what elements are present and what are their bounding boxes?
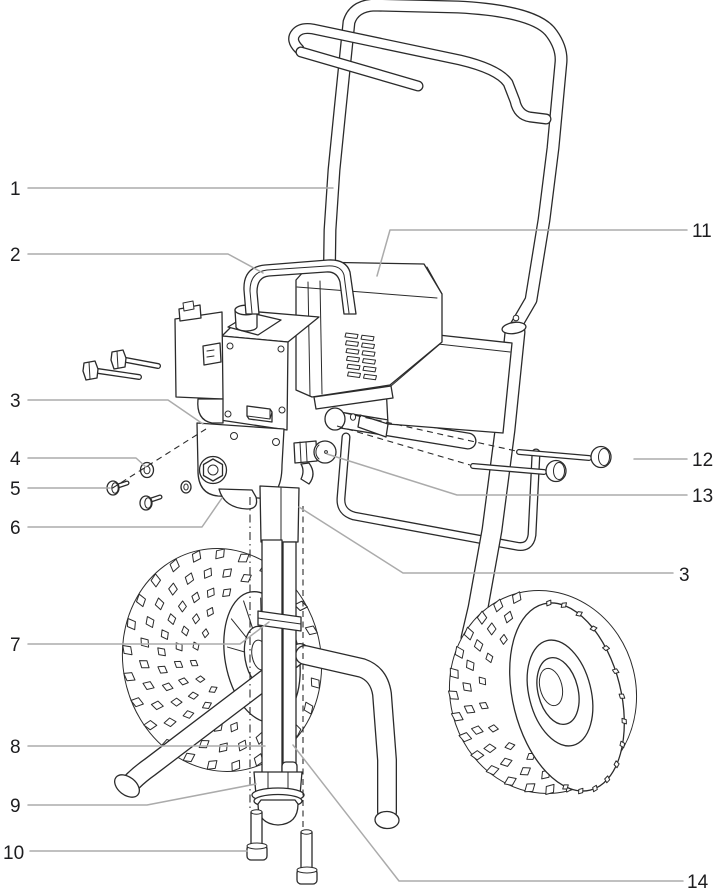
inlet-ball: [257, 799, 299, 826]
bolt-bottom-left: [246, 809, 268, 861]
foot-valve: [251, 771, 305, 826]
tube-clamp-line: [257, 617, 302, 625]
crossbar-hole: [349, 413, 357, 421]
screw: [139, 494, 163, 511]
power-switch: [202, 342, 222, 366]
callout-14: 14: [687, 872, 709, 893]
carry-handle-inner-line: [249, 265, 350, 314]
left-leg-open-end: [114, 774, 140, 798]
bracket-screw: [272, 438, 280, 446]
leader-line-6: [27, 497, 223, 528]
cart-grip-handle: [288, 23, 552, 125]
callout-12: 12: [692, 450, 713, 471]
bolt-right-upper: [516, 445, 612, 469]
motor-end-edge: [426, 266, 443, 295]
callout-labels: 1 2 3 4 5 6 7 8 9 10 11 12 13 3 14: [3, 179, 713, 893]
cart-frame: [288, 0, 568, 649]
motor-vents: [344, 332, 377, 381]
leader-line-7: [27, 621, 270, 645]
callout-4: 4: [10, 449, 21, 470]
callout-7: 7: [10, 635, 21, 656]
crossbar-open-end: [324, 407, 346, 431]
return-tube: [282, 541, 297, 766]
screw: [277, 345, 285, 353]
post-top-cap: [501, 321, 527, 335]
bolt-right-lower: [470, 459, 567, 483]
carry-handle-loop: [243, 259, 357, 315]
screw: [278, 406, 286, 414]
hardware: [82, 349, 612, 885]
front-legs: [114, 643, 400, 830]
latch-hook: [218, 488, 258, 510]
leader-line-13: [326, 453, 688, 496]
dashed-line: [110, 428, 207, 490]
post-pin-hole: [512, 314, 520, 322]
motor-mount-bracket: [313, 385, 394, 410]
dashed-line: [344, 412, 517, 452]
callout-2: 2: [10, 245, 21, 266]
pump-block: [259, 485, 300, 543]
callout-3b: 3: [679, 565, 690, 586]
screw: [226, 342, 234, 350]
callout-9: 9: [10, 796, 21, 817]
bracket-screw: [230, 432, 238, 440]
carry-handle: [243, 259, 357, 315]
connector-tab-edge: [246, 408, 273, 420]
leader-line-14: [292, 744, 684, 882]
callout-1: 1: [10, 179, 21, 200]
bracket-nut-hole: [207, 464, 219, 476]
callout-8: 8: [10, 737, 21, 758]
pump-section: [196, 422, 337, 543]
callout-10: 10: [3, 843, 24, 864]
bolt-head: [110, 349, 127, 370]
right-wheel: [448, 590, 638, 795]
callout-6: 6: [10, 518, 21, 539]
callout-3a: 3: [10, 391, 21, 412]
bolt-bottom-right: [296, 829, 318, 885]
callout-5: 5: [10, 479, 21, 500]
gear-housing: [174, 300, 224, 424]
right-hub-hole: [538, 667, 564, 707]
leader-line-3b: [298, 506, 674, 574]
leader-line-2: [27, 253, 264, 274]
motor-mount-edge: [390, 343, 441, 387]
gear-housing-tab: [182, 300, 195, 312]
screw: [106, 480, 130, 496]
callout-13: 13: [692, 486, 713, 507]
prime-valve: [293, 440, 337, 485]
screw: [224, 410, 232, 418]
motor-front-band: [307, 280, 323, 397]
right-sidewall-bumps: [546, 599, 627, 795]
leader-line-9: [27, 783, 257, 806]
callout-leaders: [27, 187, 688, 882]
leader-line-3a: [27, 399, 204, 425]
connector-tab: [246, 405, 273, 423]
bolt-head: [82, 360, 99, 381]
suction-tube: [261, 539, 283, 775]
dashed-alignment-lines: [110, 412, 517, 830]
leader-line-11: [376, 229, 688, 277]
right-leg-open-end: [374, 810, 400, 830]
motor-housing: [295, 261, 443, 410]
valve-lever: [300, 462, 314, 485]
callout-11: 11: [692, 221, 712, 242]
dashed-line: [336, 425, 471, 466]
suction-set: [251, 539, 305, 826]
gear-housing-bulge: [197, 398, 224, 424]
leader-line-4: [27, 457, 147, 468]
